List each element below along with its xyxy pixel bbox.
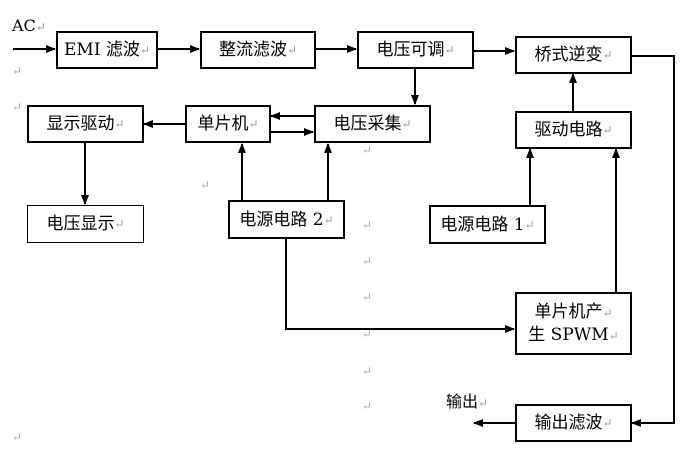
paragraph-mark: ↵ <box>12 64 23 78</box>
mcu-block: 单片机↵ <box>185 105 271 143</box>
paragraph-mark: ↵ <box>12 430 23 444</box>
paragraph-mark: ↵ <box>362 290 373 304</box>
power-supply-1-block: 电源电路 1↵ <box>429 205 546 244</box>
voltage-adjust-block: 电压可调↵ <box>357 31 474 69</box>
paragraph-mark: ↵ <box>362 218 373 232</box>
rectifier-filter-block: 整流滤波↵ <box>200 31 316 69</box>
paragraph-mark: ↵ <box>12 100 23 114</box>
paragraph-mark: ↵ <box>362 399 373 413</box>
paragraph-mark: ↵ <box>362 327 373 341</box>
paragraph-mark: ↵ <box>362 143 373 157</box>
voltage-sampling-block: 电压采集↵ <box>314 105 431 143</box>
output-filter-block: 输出滤波↵ <box>515 404 632 442</box>
bridge-inverter-block: 桥式逆变↵ <box>515 36 632 74</box>
output-label: 输出↵ <box>446 392 489 411</box>
display-driver-block: 显示驱动↵ <box>27 105 144 143</box>
mcu-spwm-block: 单片机产↵ 生 SPWM↵ <box>515 292 632 355</box>
paragraph-mark: ↵ <box>362 254 373 268</box>
ac-input-label: AC↵ <box>12 16 46 35</box>
paragraph-mark: ↵ <box>362 364 373 378</box>
arrow-inverter-to-output-filter <box>631 55 675 427</box>
driver-circuit-block: 驱动电路↵ <box>515 111 632 149</box>
arrow-power2-to-spwm <box>285 238 515 333</box>
paragraph-mark: ↵ <box>200 178 211 192</box>
voltage-display-block: 电压显示↵ <box>27 205 144 243</box>
power-supply-2-block: 电源电路 2↵ <box>228 200 345 239</box>
emi-filter-block: EMI 滤波↵ <box>56 31 158 69</box>
